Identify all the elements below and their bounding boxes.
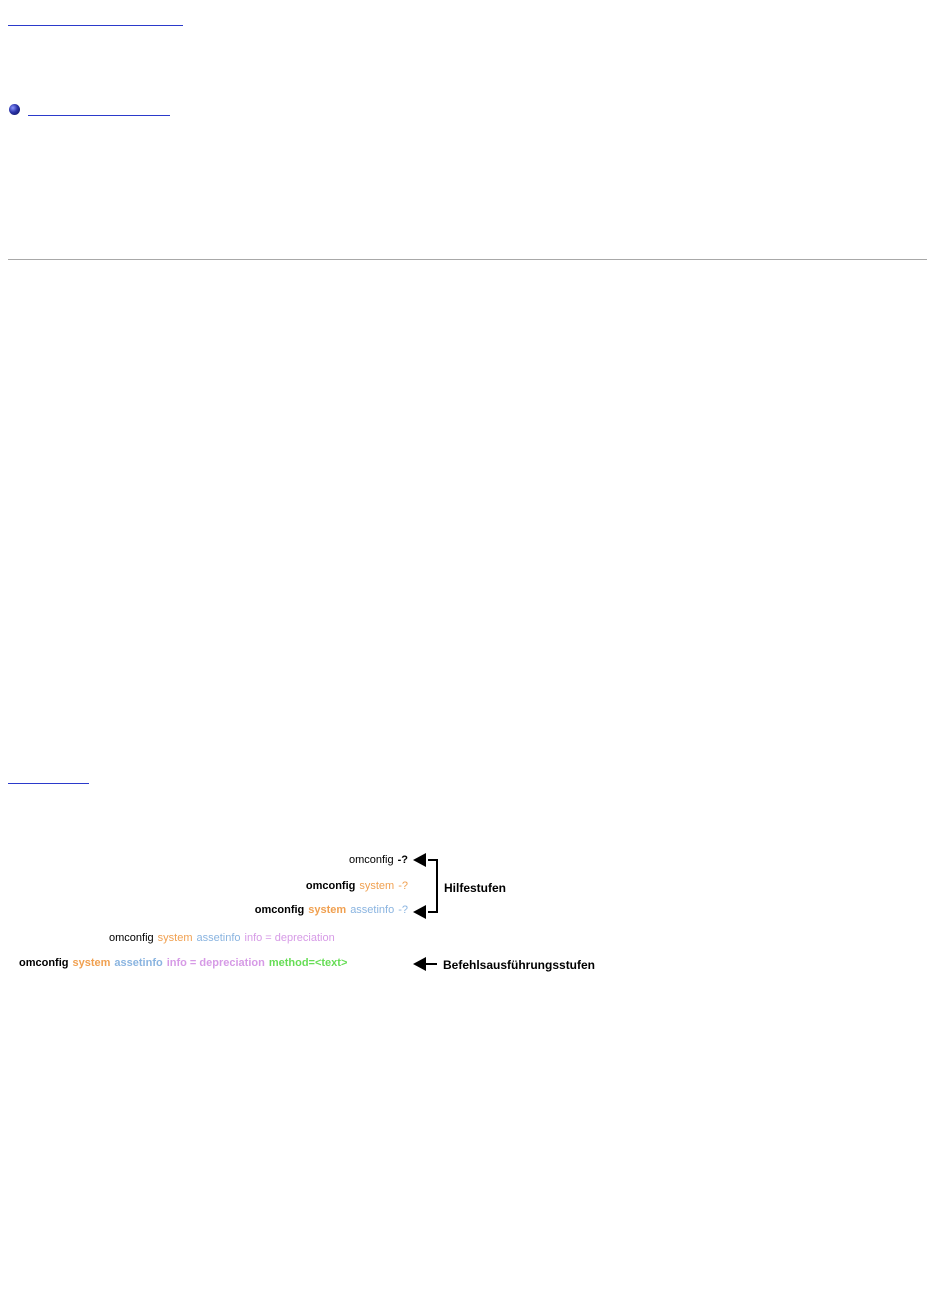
help-bracket (428, 859, 438, 913)
command-token: system (157, 932, 193, 944)
help-levels-label: Hilfestufen (444, 881, 507, 895)
command-token: assetinfo (196, 932, 241, 944)
command-token: -? (397, 854, 408, 866)
command-token: system (359, 880, 395, 892)
command-execution-levels-label: Befehlsausführungsstufen (443, 958, 596, 972)
command-token: system (308, 904, 347, 916)
horizontal-divider (8, 259, 927, 260)
command-token: assetinfo (350, 904, 395, 916)
command-token: omconfig (305, 880, 356, 892)
bullet-icon (9, 104, 20, 115)
arrow-head-exec (413, 957, 426, 971)
command-token: system (72, 957, 111, 969)
command-token: assetinfo (114, 957, 163, 969)
bullet-link[interactable] (28, 104, 170, 116)
command-token: omconfig (109, 932, 154, 944)
command-token: method=<text> (268, 957, 348, 969)
command-token: -? (398, 904, 408, 916)
command-token: -? (398, 880, 408, 892)
command-token: info = depreciation (244, 932, 335, 944)
help-level-line-1: omconfig-? (349, 854, 408, 867)
command-token: omconfig (254, 904, 305, 916)
top-link[interactable] (8, 14, 183, 26)
command-token: omconfig (19, 957, 69, 969)
bottom-link[interactable] (8, 772, 89, 784)
arrow-head-help-1 (413, 853, 426, 867)
command-token: omconfig (348, 854, 394, 866)
arrow-head-help-3 (413, 905, 426, 919)
command-token: info = depreciation (166, 957, 265, 969)
